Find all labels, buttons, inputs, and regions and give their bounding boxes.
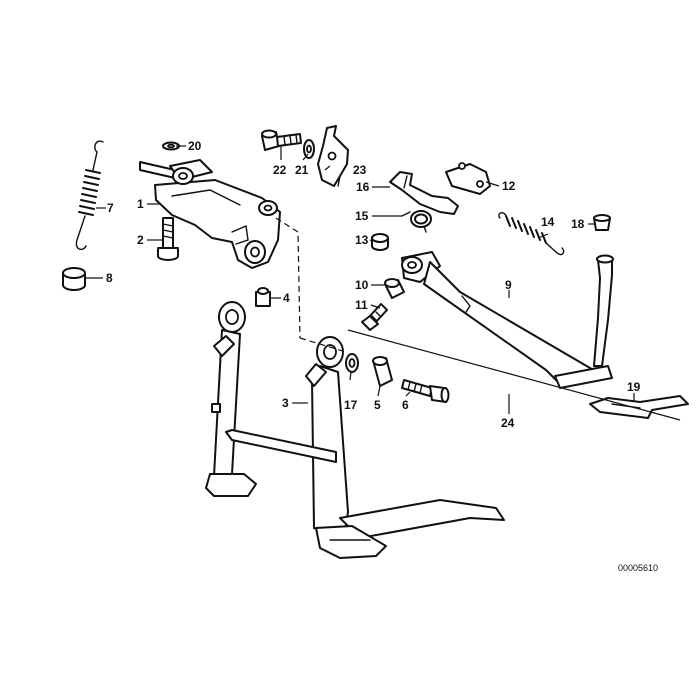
callout-23: 23 (353, 163, 367, 177)
bush-part-13 (371, 233, 389, 251)
bush-part-10 (384, 278, 405, 299)
callout-16: 16 (356, 180, 370, 194)
callout-22: 22 (273, 163, 287, 177)
callout-13: 13 (355, 233, 369, 247)
stand-extension-lever (593, 254, 614, 367)
callout-14: 14 (541, 215, 555, 229)
callout-7: 7 (107, 201, 114, 215)
callout-8: 8 (106, 271, 113, 285)
screw-part-11 (361, 303, 388, 331)
stand-plate-part-19 (589, 395, 689, 419)
bolt-part-6 (401, 379, 450, 403)
callout-20: 20 (188, 139, 202, 153)
mounting-bracket-part-1 (139, 159, 281, 269)
centre-stand-part-3 (205, 301, 505, 559)
clamp-part-12 (445, 162, 491, 195)
torsion-spring-part-15 (401, 210, 432, 233)
bush-part-5 (372, 356, 393, 387)
callout-11: 11 (355, 298, 368, 312)
callout-6: 6 (402, 398, 409, 412)
bolt-part-2 (157, 217, 179, 261)
callout-3: 3 (282, 396, 289, 410)
assembly-dashed-lines (275, 217, 347, 353)
callout-9: 9 (505, 278, 512, 292)
screw-part-22 (261, 129, 302, 151)
callout-10: 10 (355, 278, 369, 292)
bush-part-17 (345, 353, 359, 373)
callout-2: 2 (137, 233, 144, 247)
drawing-code: 00005610 (618, 563, 658, 573)
callout-15: 15 (355, 209, 369, 223)
callout-19: 19 (627, 380, 641, 394)
callout-12: 12 (502, 179, 516, 193)
rubber-cap-part-18 (593, 214, 611, 231)
washer-part-21 (303, 139, 315, 159)
leader-lines (86, 145, 635, 404)
leader-line-part-24 (347, 329, 681, 421)
callout-5: 5 (374, 398, 381, 412)
grease-nipple-part-4 (255, 287, 271, 307)
bush-part-8 (62, 267, 86, 291)
callout-21: 21 (295, 163, 309, 177)
switch-plate-part-23 (317, 125, 349, 187)
callout-24: 24 (501, 416, 515, 430)
side-stand-part-9 (401, 251, 613, 389)
bracket-part-16 (389, 171, 459, 215)
stand-spring-part-14 (498, 211, 565, 256)
callout-18: 18 (571, 217, 585, 231)
callout-4: 4 (283, 291, 290, 305)
callout-1: 1 (137, 197, 144, 211)
return-spring-part-7 (75, 140, 104, 251)
callout-17: 17 (344, 398, 358, 412)
